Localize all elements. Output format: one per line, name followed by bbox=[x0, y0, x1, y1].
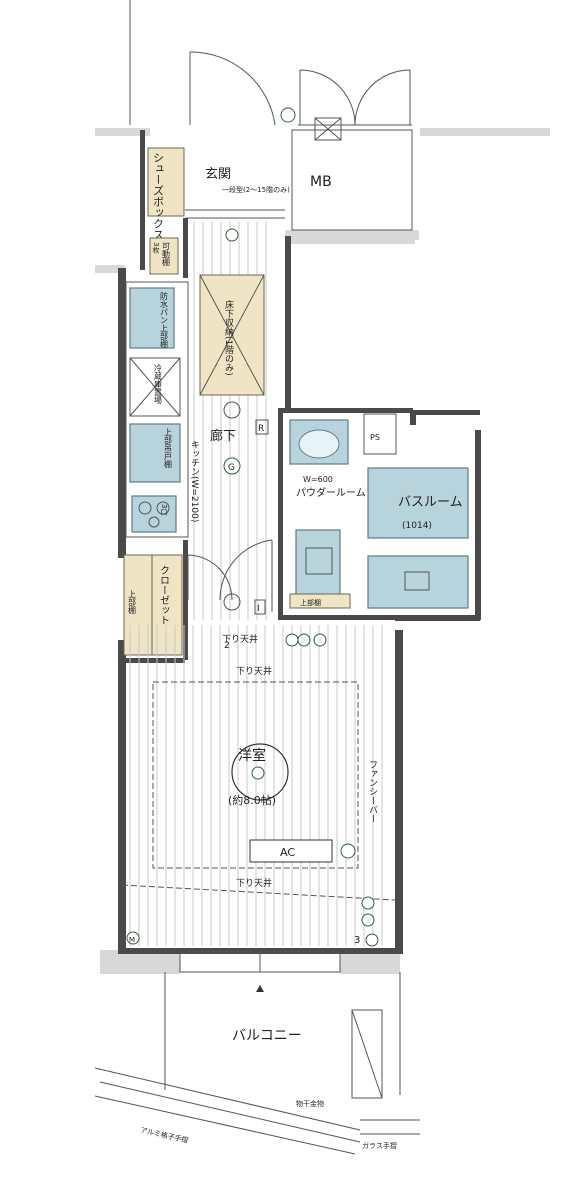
ceiling-drop-1: 下り天井 bbox=[222, 633, 258, 645]
washing-machine bbox=[295, 529, 341, 603]
aluminum-rail-label: アルミ格子手摺 bbox=[140, 1125, 190, 1145]
structure bbox=[95, 128, 550, 974]
balcony: バルコニー 物干金物 アルミ格子手摺 ガラス手摺 bbox=[94, 951, 420, 1155]
closet-shelf-label: 上部棚 bbox=[128, 590, 137, 615]
western-room-circle bbox=[231, 743, 289, 801]
closet-label: クローゼット bbox=[158, 565, 170, 625]
mb-vent-icon bbox=[314, 117, 342, 141]
waterproof-pan bbox=[129, 287, 175, 349]
symbol-circle-entry bbox=[225, 228, 239, 242]
bath-size-label: (1014) bbox=[402, 521, 432, 531]
ceiling-drop-2: 下り天井 bbox=[236, 665, 272, 677]
western-room-floor bbox=[129, 625, 383, 946]
mb-doors bbox=[298, 69, 412, 126]
fridge-label: 冷蔵庫置場 bbox=[154, 363, 163, 405]
symbol-i-closet: I bbox=[257, 604, 260, 614]
number-2: 2 bbox=[224, 641, 230, 651]
ceiling-frame bbox=[152, 681, 359, 869]
symbol-g bbox=[223, 457, 241, 475]
ceiling-light-icon bbox=[223, 401, 241, 419]
vanity-width-label: W=600 bbox=[303, 475, 333, 484]
western-room-size: (約8.0帖) bbox=[228, 793, 276, 807]
mb-label: MB bbox=[310, 174, 332, 190]
kitchen: 防水パン上部棚 冷蔵庫置場 上部吊戸棚 3口 キッチン(W=2100) bbox=[125, 281, 200, 538]
corridor-label: 廊下 bbox=[210, 428, 236, 444]
shoe-box bbox=[147, 147, 185, 217]
mb-box bbox=[291, 129, 413, 231]
entrance-label: 玄関 bbox=[205, 167, 231, 182]
sink bbox=[129, 423, 181, 483]
symbol-i-top bbox=[280, 107, 296, 123]
movable-shelf bbox=[149, 237, 179, 275]
western-room-label: 洋室 bbox=[238, 747, 266, 764]
ac-unit bbox=[249, 839, 333, 863]
movable-shelf-label: 可動棚 bbox=[162, 242, 171, 267]
waterproof-pan-label: 防水パン上部棚 bbox=[160, 291, 169, 349]
ps-box bbox=[363, 413, 397, 455]
ps-label: PS bbox=[370, 433, 380, 442]
bath: バスルーム (1014) bbox=[367, 467, 469, 609]
wall-shelf bbox=[289, 593, 351, 609]
symbol-g-label: G bbox=[228, 463, 235, 473]
ceiling-drop-3: 下り天井 bbox=[236, 877, 272, 889]
bath-label: バスルーム bbox=[398, 495, 463, 510]
glass-rail-label: ガラス手摺 bbox=[362, 1141, 397, 1150]
upper-cabinet-label: 上部吊戸棚 bbox=[164, 428, 173, 469]
closet-light-icon bbox=[223, 593, 241, 611]
entrance-note: 一段型(2〜15階のみ) bbox=[222, 185, 290, 194]
ih-stove bbox=[131, 495, 177, 533]
drying-rack-label: 物干金物 bbox=[296, 1099, 324, 1108]
powder-room: W=600 パウダールーム 上部棚 bbox=[289, 419, 366, 609]
kitchen-label: キッチン(W=2100) bbox=[189, 440, 200, 522]
drying-rack bbox=[351, 1009, 383, 1099]
shoe-box-label: シューズボックス bbox=[152, 152, 165, 240]
wall-shelf-label: 上部棚 bbox=[300, 598, 321, 607]
closet-shelf bbox=[123, 554, 153, 656]
balcony-label: バルコニー bbox=[232, 1028, 302, 1044]
entrance-door bbox=[129, 0, 276, 126]
powder-room-label: パウダールーム bbox=[296, 486, 366, 499]
symbol-r: R bbox=[258, 424, 264, 434]
symbol-m: M bbox=[129, 936, 135, 944]
fan-coil-label: ファンシーバー bbox=[367, 760, 378, 823]
fridge-space bbox=[129, 357, 181, 417]
ih-count: 3口 bbox=[160, 504, 168, 516]
ac-label: AC bbox=[280, 846, 295, 859]
bath-room bbox=[367, 467, 469, 539]
underfloor-storage-label: 床下収納(1階のみ) bbox=[223, 299, 234, 376]
bathtub bbox=[367, 555, 469, 609]
movable-shelf-count: 3枚 bbox=[152, 242, 160, 255]
number-3: 3 bbox=[354, 935, 360, 946]
